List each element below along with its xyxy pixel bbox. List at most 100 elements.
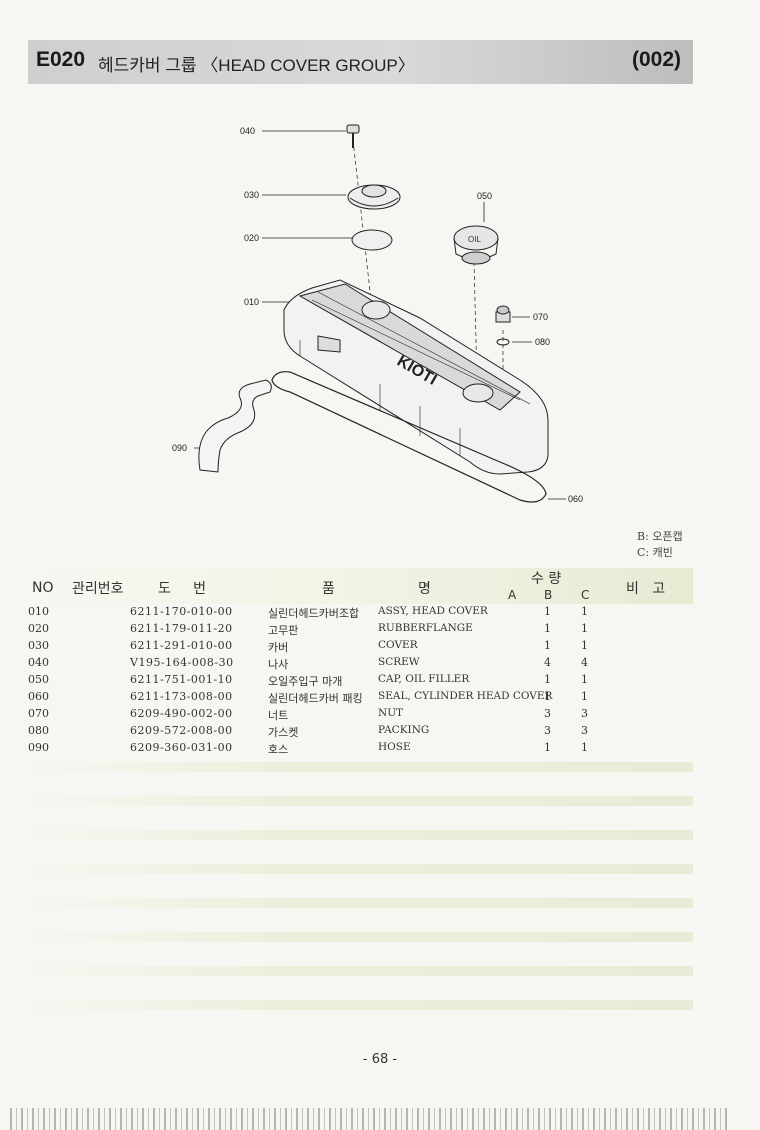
row-qty-b: 1 bbox=[544, 622, 551, 635]
table-row: 010 6211-170-010-00 실린더헤드카버조합 ASSY, HEAD… bbox=[28, 604, 693, 621]
callout-050: 050 bbox=[477, 191, 492, 201]
row-qty-b: 3 bbox=[544, 724, 551, 737]
page-title: 헤드카버 그룹 〈HEAD COVER GROUP〉 bbox=[98, 56, 415, 75]
row-english-name: SCREW bbox=[378, 656, 420, 668]
row-no: 090 bbox=[28, 741, 49, 754]
row-part-number: 6211-179-011-20 bbox=[130, 622, 233, 635]
row-no: 040 bbox=[28, 656, 49, 669]
callout-020: 020 bbox=[244, 233, 259, 243]
row-qty-b: 1 bbox=[544, 741, 551, 754]
row-korean-name: 가스켓 bbox=[268, 726, 299, 739]
nut-part bbox=[495, 305, 511, 323]
row-english-name: CAP, OIL FILLER bbox=[378, 673, 470, 685]
seal-gasket-part bbox=[271, 371, 547, 503]
header-qty-c: C bbox=[581, 588, 590, 602]
row-english-name: PACKING bbox=[378, 724, 430, 736]
oil-filler-cap-part: OIL bbox=[453, 225, 499, 265]
exploded-parts-diagram: OIL KIOTI 040 030 020 010 090 050 070 08… bbox=[172, 124, 583, 504]
row-qty-b: 1 bbox=[544, 605, 551, 618]
row-no: 080 bbox=[28, 724, 49, 737]
row-part-number: 6209-360-031-00 bbox=[130, 741, 233, 754]
row-english-name: SEAL, CYLINDER HEAD COVER bbox=[378, 690, 553, 702]
callout-040: 040 bbox=[240, 126, 255, 136]
table-row: 080 6209-572-008-00 가스켓 PACKING 3 3 bbox=[28, 723, 693, 740]
svg-text:OIL: OIL bbox=[468, 235, 481, 244]
row-korean-name: 실린더헤드카버 패킹 bbox=[268, 692, 363, 705]
row-part-number: 6211-291-010-00 bbox=[130, 639, 233, 652]
row-qty-b: 4 bbox=[544, 656, 551, 669]
callout-080: 080 bbox=[535, 337, 550, 347]
table-row: 050 6211-751-001-10 오일주입구 마개 CAP, OIL FI… bbox=[28, 672, 693, 689]
table-row: 060 6211-173-008-00 실린더헤드카버 패킹 SEAL, CYL… bbox=[28, 689, 693, 706]
row-english-name: HOSE bbox=[378, 741, 411, 753]
header-name-2: 명 bbox=[418, 581, 431, 597]
table-row: 070 6209-490-002-00 너트 NUT 3 3 bbox=[28, 706, 693, 723]
row-no: 050 bbox=[28, 673, 49, 686]
row-part-number: 6209-572-008-00 bbox=[130, 724, 233, 737]
row-qty-b: 3 bbox=[544, 707, 551, 720]
row-qty-c: 1 bbox=[581, 639, 588, 652]
row-korean-name: 나사 bbox=[268, 658, 289, 671]
legend-b: B: 오픈캡 bbox=[637, 530, 683, 543]
row-qty-c: 1 bbox=[581, 690, 588, 703]
row-korean-name: 오일주입구 마개 bbox=[268, 675, 343, 688]
scan-edge-marks bbox=[10, 1108, 730, 1130]
row-no: 020 bbox=[28, 622, 49, 635]
row-part-number: 6209-490-002-00 bbox=[130, 707, 233, 720]
header-qty-b: B bbox=[544, 588, 553, 602]
row-part-number: V195-164-008-30 bbox=[130, 656, 234, 669]
row-english-name: RUBBERFLANGE bbox=[378, 622, 473, 634]
page-number: - 68 - bbox=[362, 1052, 398, 1067]
empty-row-band bbox=[28, 932, 693, 942]
header-name-1: 품 bbox=[322, 581, 335, 597]
title-bar: E020 헤드카버 그룹 〈HEAD COVER GROUP〉 (002) bbox=[28, 40, 693, 84]
header-drawing-no: 도 번 bbox=[158, 581, 207, 597]
parts-table: 010 6211-170-010-00 실린더헤드카버조합 ASSY, HEAD… bbox=[28, 604, 693, 757]
row-part-number: 6211-751-001-10 bbox=[130, 673, 233, 686]
row-no: 010 bbox=[28, 605, 49, 618]
table-row: 030 6211-291-010-00 카버 COVER 1 1 bbox=[28, 638, 693, 655]
packing-part bbox=[496, 338, 510, 346]
callout-030: 030 bbox=[244, 190, 259, 200]
callout-010: 010 bbox=[244, 297, 259, 307]
callout-060: 060 bbox=[568, 494, 583, 504]
row-english-name: COVER bbox=[378, 639, 418, 651]
row-qty-c: 4 bbox=[581, 656, 588, 669]
row-korean-name: 카버 bbox=[268, 641, 289, 654]
table-header: NO 관리번호 도 번 품 명 수 량 A B C 비 고 bbox=[28, 568, 693, 604]
row-qty-c: 3 bbox=[581, 724, 588, 737]
row-korean-name: 너트 bbox=[268, 709, 289, 722]
table-row: 090 6209-360-031-00 호스 HOSE 1 1 bbox=[28, 740, 693, 757]
row-no: 060 bbox=[28, 690, 49, 703]
row-english-name: NUT bbox=[378, 707, 404, 719]
empty-row-band bbox=[28, 830, 693, 840]
row-qty-c: 1 bbox=[581, 741, 588, 754]
row-english-name: ASSY, HEAD COVER bbox=[378, 605, 488, 617]
screw-part bbox=[346, 124, 360, 148]
table-row: 020 6211-179-011-20 고무판 RUBBERFLANGE 1 1 bbox=[28, 621, 693, 638]
empty-row-band bbox=[28, 864, 693, 874]
header-mgmt-no: 관리번호 bbox=[72, 581, 124, 597]
callout-070: 070 bbox=[533, 312, 548, 322]
empty-row-band bbox=[28, 796, 693, 806]
header-quantity: 수 량 bbox=[531, 571, 562, 587]
row-korean-name: 고무판 bbox=[268, 624, 299, 637]
row-part-number: 6211-170-010-00 bbox=[130, 605, 233, 618]
header-qty-a: A bbox=[508, 588, 517, 602]
legend-c: C: 캐빈 bbox=[637, 546, 673, 559]
row-part-number: 6211-173-008-00 bbox=[130, 690, 233, 703]
row-qty-c: 1 bbox=[581, 622, 588, 635]
row-qty-c: 1 bbox=[581, 605, 588, 618]
empty-row-band bbox=[28, 966, 693, 976]
row-korean-name: 호스 bbox=[268, 743, 289, 756]
row-qty-c: 1 bbox=[581, 673, 588, 686]
empty-row-band bbox=[28, 898, 693, 908]
table-row: 040 V195-164-008-30 나사 SCREW 4 4 bbox=[28, 655, 693, 672]
row-qty-b: 1 bbox=[544, 673, 551, 686]
row-no: 070 bbox=[28, 707, 49, 720]
row-korean-name: 실린더헤드카버조합 bbox=[268, 607, 360, 620]
header-remarks: 비 고 bbox=[626, 581, 666, 597]
header-no: NO bbox=[32, 580, 54, 596]
row-qty-b: 1 bbox=[544, 639, 551, 652]
empty-row-band bbox=[28, 762, 693, 772]
